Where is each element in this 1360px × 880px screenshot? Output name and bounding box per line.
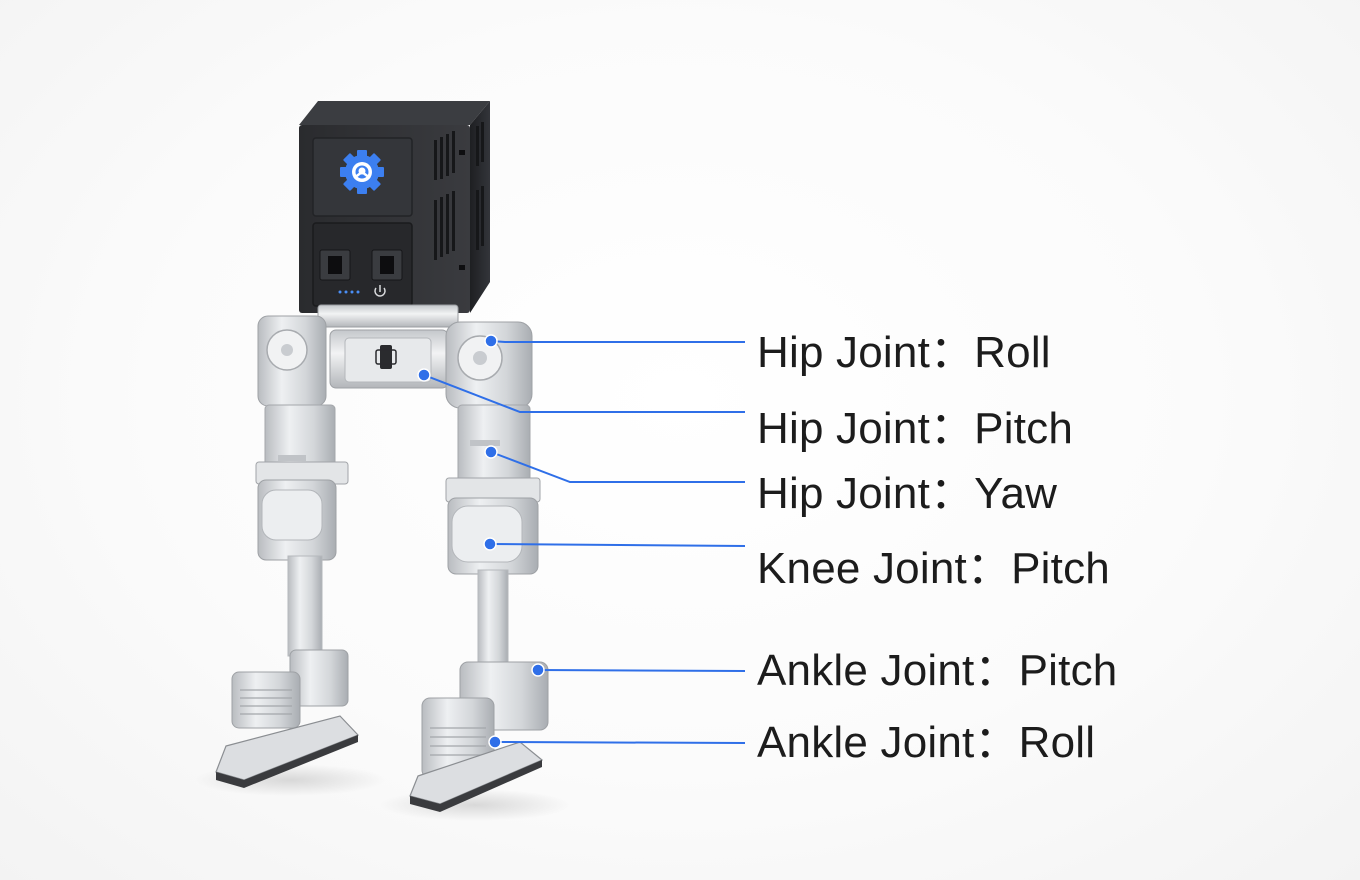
callout-hip-yaw-leader [484, 445, 745, 483]
status-indicator-dots [338, 290, 360, 294]
label-hip-joint-yaw: Hip Joint：Yaw [757, 469, 1058, 518]
callout-hip-roll-leader [484, 334, 745, 348]
label-ankle-joint-pitch: Ankle Joint：Pitch [757, 646, 1118, 695]
callout-knee-pitch-leader [483, 537, 746, 551]
power-icon [374, 285, 386, 297]
label-ankle-joint-roll: Ankle Joint：Roll [757, 718, 1096, 767]
callout-ankle-roll-leader [488, 735, 746, 749]
pelvis [317, 304, 459, 389]
label-knee-joint-pitch: Knee Joint：Pitch [757, 544, 1110, 593]
gear-with-steering-wheel-icon [340, 150, 384, 194]
callout-ankle-pitch-leader [531, 663, 746, 677]
label-hip-joint-pitch: Hip Joint：Pitch [757, 404, 1074, 453]
port-right [371, 249, 403, 281]
control-box [299, 101, 490, 313]
port-left [319, 249, 351, 281]
left-leg [215, 315, 360, 788]
label-hip-joint-roll: Hip Joint：Roll [757, 328, 1051, 377]
callout-hip-pitch-leader [417, 368, 745, 413]
